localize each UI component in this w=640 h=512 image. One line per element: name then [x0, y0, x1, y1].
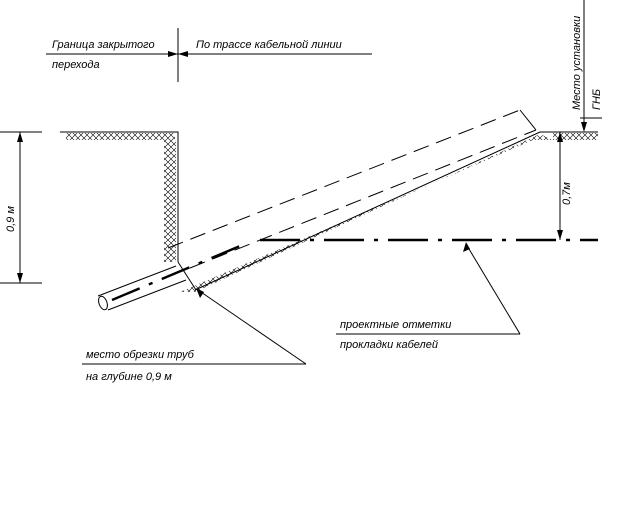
hdd-site-label-line1: Место установки — [571, 16, 583, 110]
boundary-label-line1: Граница закрытого — [52, 39, 155, 51]
hdd-site-label-line2: ГНБ — [591, 89, 603, 110]
design-marks-leader — [336, 242, 521, 335]
cut-point-leader — [82, 288, 307, 365]
cut-label-line2: на глубине 0,9 м — [86, 371, 172, 383]
pipe-bore — [97, 109, 537, 311]
cut-label-line1: место обрезки труб — [86, 349, 195, 361]
design-marks-label-line1: проектные отметки — [340, 319, 451, 331]
depth-dimension-left — [0, 131, 42, 284]
depth-right-label: 0,7м — [561, 182, 573, 205]
hdd-site-leader — [580, 0, 602, 132]
route-label: По трассе кабельной линии — [196, 39, 342, 51]
design-marks-label-line2: прокладки кабелей — [340, 339, 438, 351]
inclined-soil-slope — [180, 131, 553, 292]
ground-left-block — [60, 131, 179, 262]
depth-left-label: 0,9 м — [5, 206, 17, 232]
boundary-label-line2: перехода — [52, 59, 100, 71]
boundary-marker — [46, 28, 372, 82]
ground-right-surface — [540, 131, 598, 140]
depth-dimension-right — [557, 132, 563, 240]
cable-design-line — [111, 238, 598, 302]
